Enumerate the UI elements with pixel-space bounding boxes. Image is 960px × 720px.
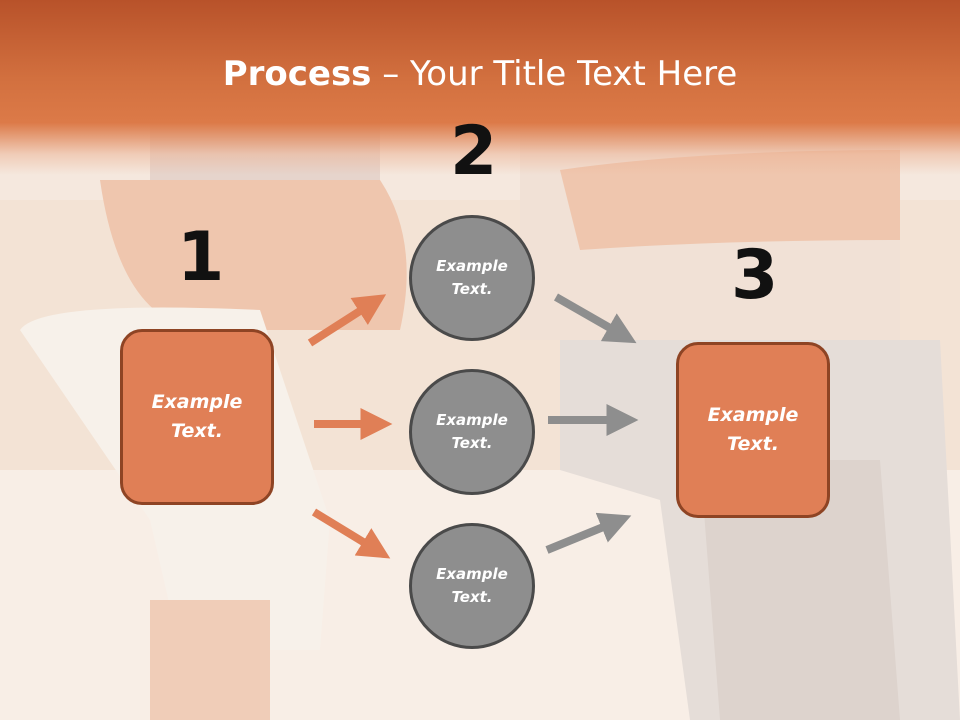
circle-bottom-label: Example Text.	[436, 563, 508, 609]
step-number-1: 1	[177, 218, 225, 297]
title-rest: – Your Title Text Here	[371, 54, 738, 94]
step-number-3: 3	[731, 236, 779, 315]
circle-middle-line1: Example	[436, 411, 508, 429]
step-2-circle-top[interactable]: Example Text.	[409, 215, 535, 341]
step-3-box-line2: Text.	[727, 433, 779, 455]
step-1-box-label: Example Text.	[152, 388, 243, 446]
circle-top-line1: Example	[436, 257, 508, 275]
step-1-box-line2: Text.	[171, 420, 223, 442]
step-2-circle-bottom[interactable]: Example Text.	[409, 523, 535, 649]
circle-bottom-line2: Text.	[451, 588, 493, 606]
title-bold: Process	[222, 54, 372, 94]
arrow-circle-top-to-box3	[554, 293, 637, 344]
slide-title: Process – Your Title Text Here	[0, 52, 960, 96]
arrow-box1-to-circle-top	[307, 294, 387, 347]
circle-top-line2: Text.	[451, 280, 493, 298]
step-1-box-line1: Example	[151, 391, 243, 413]
circle-top-label: Example Text.	[436, 255, 508, 301]
step-1-box[interactable]: Example Text.	[120, 329, 274, 505]
step-number-2: 2	[450, 112, 498, 191]
arrow-circle-bot-to-box3	[545, 512, 632, 554]
title-band	[0, 0, 960, 175]
arrow-box1-to-circle-bot	[311, 508, 391, 559]
circle-bottom-line1: Example	[436, 565, 508, 583]
circle-middle-line2: Text.	[451, 434, 493, 452]
step-2-circle-middle[interactable]: Example Text.	[409, 369, 535, 495]
circle-middle-label: Example Text.	[436, 409, 508, 455]
step-3-box-line1: Example	[707, 404, 799, 426]
step-3-box-label: Example Text.	[708, 401, 799, 459]
step-3-box[interactable]: Example Text.	[676, 342, 830, 518]
